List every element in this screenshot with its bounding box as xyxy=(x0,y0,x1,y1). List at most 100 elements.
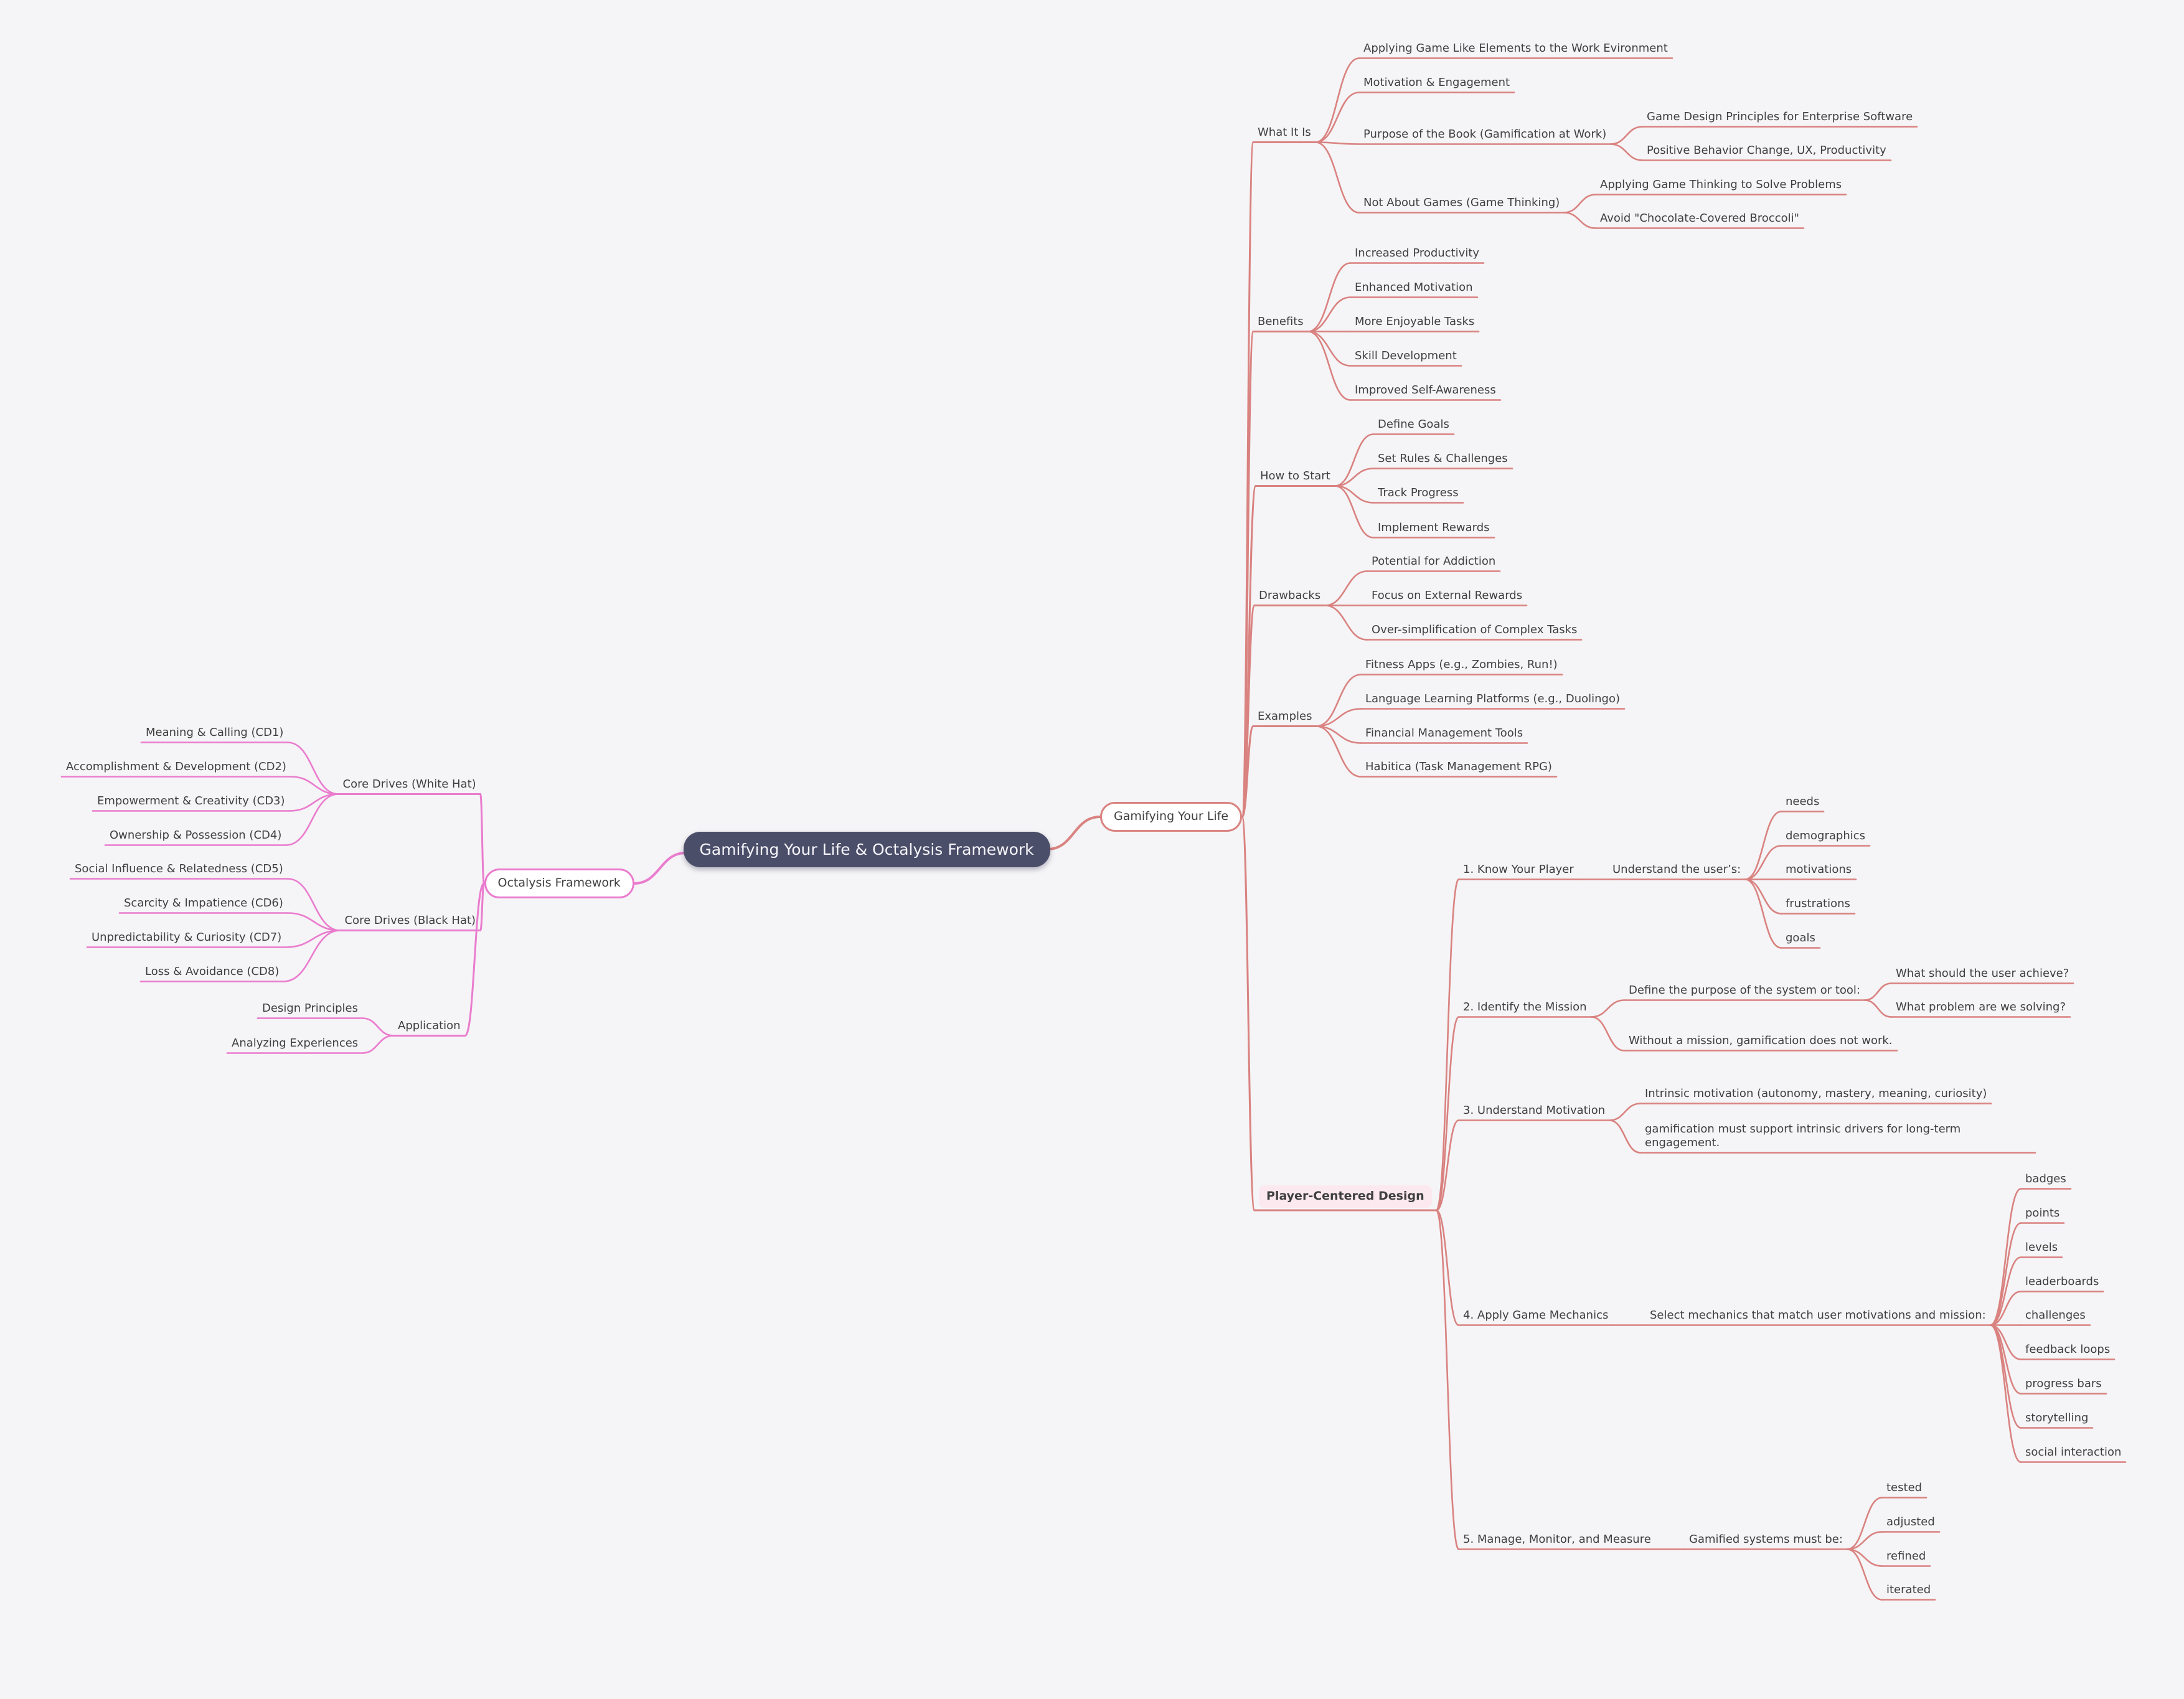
node-improved-self-awareness[interactable]: Improved Self-Awareness xyxy=(1355,383,1496,397)
node-purpose-of-the-book-gamification-at-work[interactable]: Purpose of the Book (Gamification at Wor… xyxy=(1363,127,1607,141)
node-motivation-engagement[interactable]: Motivation & Engagement xyxy=(1363,75,1510,89)
node-tested[interactable]: tested xyxy=(1886,1480,1923,1494)
node-5-manage-monitor-and-measure[interactable]: 5. Manage, Monitor, and Measure xyxy=(1463,1532,1651,1546)
node-points[interactable]: points xyxy=(2025,1206,2060,1220)
node-goals[interactable]: goals xyxy=(1786,931,1815,944)
node-unpredictability-curiosity-cd7[interactable]: Unpredictability & Curiosity (CD7) xyxy=(92,930,282,944)
node-challenges[interactable]: challenges xyxy=(2025,1308,2086,1322)
node-applying-game-like-elements-to-the-work-evironme[interactable]: Applying Game Like Elements to the Work … xyxy=(1363,41,1668,55)
branch-link xyxy=(1314,141,1360,214)
node-progress-bars[interactable]: progress bars xyxy=(2025,1377,2102,1390)
branch-link xyxy=(464,882,485,1037)
node-define-the-purpose-of-the-system-or-tool[interactable]: Define the purpose of the system or tool… xyxy=(1629,983,1860,997)
branch-link xyxy=(285,930,341,948)
node-adjusted[interactable]: adjusted xyxy=(1886,1515,1935,1528)
node-iterated[interactable]: iterated xyxy=(1886,1583,1931,1596)
node-understand-the-user-s[interactable]: Understand the user’s: xyxy=(1612,862,1741,876)
node-enhanced-motivation[interactable]: Enhanced Motivation xyxy=(1355,280,1473,294)
node-how-to-start[interactable]: How to Start xyxy=(1260,469,1330,482)
node-core-drives-black-hat[interactable]: Core Drives (Black Hat) xyxy=(344,913,476,927)
node-track-progress[interactable]: Track Progress xyxy=(1378,486,1459,499)
node-focus-on-external-rewards[interactable]: Focus on External Rewards xyxy=(1372,588,1523,602)
node-select-mechanics-that-match-user-motivations-and[interactable]: Select mechanics that match user motivat… xyxy=(1650,1308,1986,1322)
node-frustrations[interactable]: frustrations xyxy=(1786,897,1850,910)
node-leaderboards[interactable]: leaderboards xyxy=(2025,1274,2099,1288)
node-storytelling[interactable]: storytelling xyxy=(2025,1411,2089,1424)
node-motivations[interactable]: motivations xyxy=(1786,862,1852,876)
node-2-identify-the-mission[interactable]: 2. Identify the Mission xyxy=(1463,1000,1587,1014)
node-language-learning-platforms-e-g-duolingo[interactable]: Language Learning Platforms (e.g., Duoli… xyxy=(1365,692,1620,705)
branch-link xyxy=(1590,1016,1626,1052)
node-analyzing-experiences[interactable]: Analyzing Experiences xyxy=(232,1036,359,1050)
node-what-it-is[interactable]: What It Is xyxy=(1258,125,1311,139)
node-gamifying-your-life[interactable]: Gamifying Your Life xyxy=(1100,802,1243,832)
branch-link xyxy=(479,882,485,931)
node-social-influence-relatedness-cd5[interactable]: Social Influence & Relatedness (CD5) xyxy=(75,862,283,875)
node-benefits[interactable]: Benefits xyxy=(1258,314,1304,328)
node-financial-management-tools[interactable]: Financial Management Tools xyxy=(1365,726,1523,740)
node-fitness-apps-e-g-zombies-run[interactable]: Fitness Apps (e.g., Zombies, Run!) xyxy=(1365,657,1558,671)
node-badges[interactable]: badges xyxy=(2025,1172,2066,1185)
node-intrinsic-motivation-autonomy-mastery-meaning-cu[interactable]: Intrinsic motivation (autonomy, mastery,… xyxy=(1645,1086,1987,1100)
central-topic[interactable]: Gamifying Your Life & Octalysis Framewor… xyxy=(683,831,1050,867)
node-set-rules-challenges[interactable]: Set Rules & Challenges xyxy=(1378,451,1508,465)
node-skill-development[interactable]: Skill Development xyxy=(1355,349,1457,362)
node-scarcity-impatience-cd6[interactable]: Scarcity & Impatience (CD6) xyxy=(124,896,283,910)
node-accomplishment-development-cd2[interactable]: Accomplishment & Development (CD2) xyxy=(66,760,286,773)
branch-link xyxy=(633,852,687,885)
node-gamified-systems-must-be[interactable]: Gamified systems must be: xyxy=(1689,1532,1843,1546)
node-feedback-loops[interactable]: feedback loops xyxy=(2025,1342,2111,1356)
node-octalysis-framework[interactable]: Octalysis Framework xyxy=(484,868,634,898)
branch-link xyxy=(1315,725,1362,778)
node-refined[interactable]: refined xyxy=(1886,1549,1926,1563)
node-demographics[interactable]: demographics xyxy=(1786,829,1866,842)
node-3-understand-motivation[interactable]: 3. Understand Motivation xyxy=(1463,1103,1606,1117)
branch-link xyxy=(1744,811,1782,880)
branch-link xyxy=(1609,126,1644,145)
node-avoid-chocolate-covered-broccoli[interactable]: Avoid "Chocolate-Covered Broccoli" xyxy=(1600,211,1799,225)
branch-link xyxy=(285,793,339,846)
branch-link xyxy=(1334,433,1375,487)
node-needs[interactable]: needs xyxy=(1786,794,1820,808)
branch-link xyxy=(1608,1103,1642,1121)
node-empowerment-creativity-cd3[interactable]: Empowerment & Creativity (CD3) xyxy=(97,794,285,807)
node-positive-behavior-change-ux-productivity[interactable]: Positive Behavior Change, UX, Productivi… xyxy=(1647,143,1886,157)
branch-link xyxy=(1846,1531,1883,1550)
node-over-simplification-of-complex-tasks[interactable]: Over-simplification of Complex Tasks xyxy=(1372,623,1578,636)
node-implement-rewards[interactable]: Implement Rewards xyxy=(1378,520,1490,534)
node-applying-game-thinking-to-solve-problems[interactable]: Applying Game Thinking to Solve Problems xyxy=(1600,177,1842,191)
node-define-goals[interactable]: Define Goals xyxy=(1378,417,1449,431)
node-application[interactable]: Application xyxy=(398,1019,461,1032)
node-what-problem-are-we-solving[interactable]: What problem are we solving? xyxy=(1896,1000,2066,1014)
node-game-design-principles-for-enterprise-software[interactable]: Game Design Principles for Enterprise So… xyxy=(1647,110,1913,123)
node-4-apply-game-mechanics[interactable]: 4. Apply Game Mechanics xyxy=(1463,1308,1609,1322)
node-examples[interactable]: Examples xyxy=(1258,709,1312,723)
node-more-enjoyable-tasks[interactable]: More Enjoyable Tasks xyxy=(1355,314,1475,328)
node-meaning-calling-cd1[interactable]: Meaning & Calling (CD1) xyxy=(146,725,284,739)
node-social-interaction[interactable]: social interaction xyxy=(2025,1445,2122,1459)
branch-link xyxy=(361,1035,395,1054)
node-not-about-games-game-thinking[interactable]: Not About Games (Game Thinking) xyxy=(1363,195,1560,209)
node-core-drives-white-hat[interactable]: Core Drives (White Hat) xyxy=(342,777,476,791)
branch-link xyxy=(1307,331,1352,367)
branch-link xyxy=(1608,1119,1642,1154)
node-levels[interactable]: levels xyxy=(2025,1240,2058,1254)
node-habitica-task-management-rpg[interactable]: Habitica (Task Management RPG) xyxy=(1365,760,1552,773)
node-drawbacks[interactable]: Drawbacks xyxy=(1259,588,1321,602)
node-increased-productivity[interactable]: Increased Productivity xyxy=(1355,246,1480,260)
branch-link xyxy=(1241,816,1256,1212)
node-potential-for-addiction[interactable]: Potential for Addiction xyxy=(1372,554,1496,568)
branch-link xyxy=(1315,725,1362,744)
node-ownership-possession-cd4[interactable]: Ownership & Possession (CD4) xyxy=(110,828,282,842)
node-what-should-the-user-achieve[interactable]: What should the user achieve? xyxy=(1896,966,2069,980)
branch-link xyxy=(479,793,485,885)
branch-link xyxy=(289,776,339,795)
node-loss-avoidance-cd8[interactable]: Loss & Avoidance (CD8) xyxy=(145,964,280,978)
node-without-a-mission-gamification-does-not-work[interactable]: Without a mission, gamification does not… xyxy=(1629,1033,1893,1047)
node-player-centered-design[interactable]: Player-Centered Design xyxy=(1259,1185,1432,1208)
node-1-know-your-player[interactable]: 1. Know Your Player xyxy=(1463,862,1574,876)
node-gamification-must-support-intrinsic-drivers-for-[interactable]: gamification must support intrinsic driv… xyxy=(1645,1122,1961,1150)
node-design-principles[interactable]: Design Principles xyxy=(262,1001,358,1015)
